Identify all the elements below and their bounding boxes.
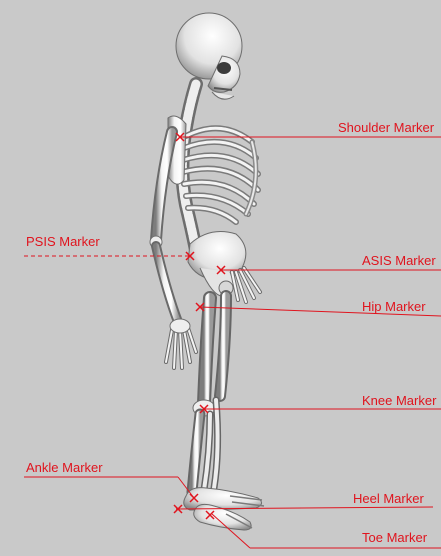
toe-marker-label: Toe Marker [362,530,427,545]
hip-marker-label: Hip Marker [362,299,426,314]
legs [192,296,226,492]
heel-marker-label: Heel Marker [353,491,424,506]
marker-lines [24,137,441,548]
ankle-marker-label: Ankle Marker [26,460,103,475]
shoulder-marker-label: Shoulder Marker [338,120,434,135]
ribcage [183,128,258,222]
knee-marker-label: Knee Marker [362,393,436,408]
skull [176,13,242,99]
psis-marker-label: PSIS Marker [26,234,100,249]
asis-marker-label: ASIS Marker [362,253,436,268]
